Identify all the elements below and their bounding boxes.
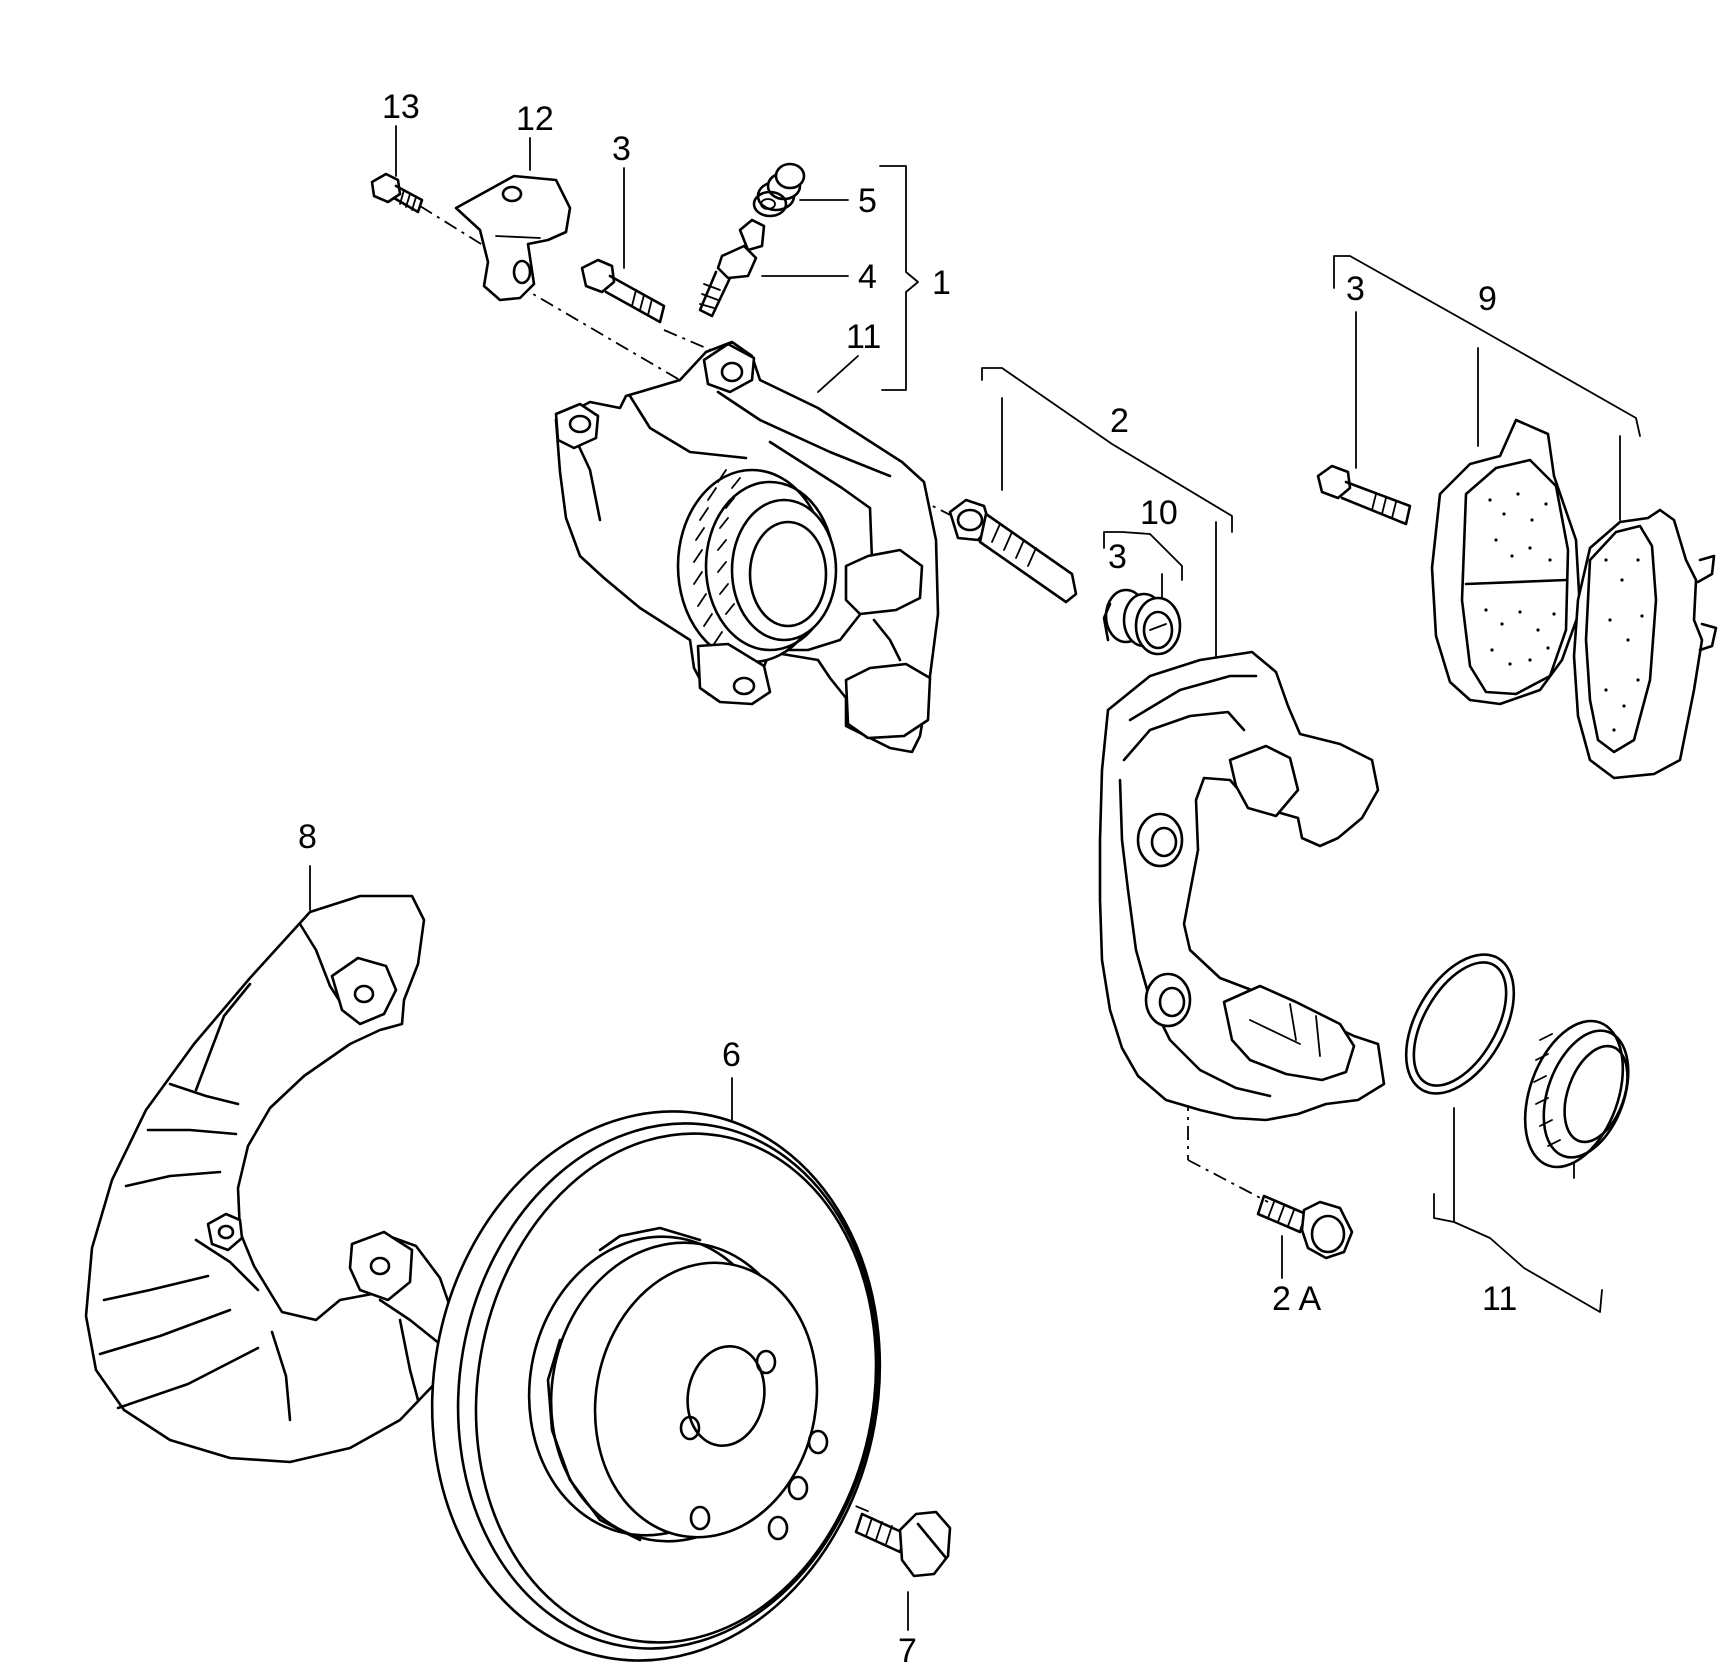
label-2: 2 (1110, 402, 1129, 440)
label-12: 12 (516, 100, 554, 138)
leader-lines (309, 125, 1621, 1631)
label-11-bottom: 11 (1482, 1280, 1517, 1318)
bracket-12 (454, 174, 572, 302)
seal-kit-11 (1404, 953, 1630, 1169)
label-3-bolt-pad: 3 (1346, 270, 1365, 308)
bolt-13 (370, 172, 424, 214)
label-4: 4 (858, 258, 877, 296)
label-9: 9 (1478, 280, 1497, 318)
part-labels: 13 12 3 5 4 1 11 2 10 3 3 9 8 6 2 A 11 7 (298, 88, 1517, 1668)
label-13: 13 (382, 88, 420, 126)
bolt-2a (1256, 1194, 1354, 1260)
caliper-carrier-2 (1098, 650, 1386, 1122)
caliper-housing-1 (554, 340, 940, 754)
label-10: 10 (1140, 494, 1178, 532)
pad-texture (1484, 492, 1644, 732)
grouping-brackets (879, 165, 1641, 1313)
label-1: 1 (932, 264, 951, 302)
label-11-top: 11 (846, 318, 881, 356)
dust-boot-10 (1102, 588, 1182, 656)
label-8: 8 (298, 818, 317, 856)
countersunk-screw-7 (854, 1510, 952, 1578)
label-3-cap: 3 (1108, 538, 1127, 576)
brake-pads-9 (1430, 418, 1718, 780)
bolt-3-top (580, 258, 666, 324)
splash-shield-8 (84, 894, 458, 1464)
label-6: 6 (722, 1036, 741, 1074)
brake-disc-6 (430, 1110, 882, 1662)
label-2a: 2 A (1272, 1280, 1321, 1318)
bolt-3-pad (1316, 464, 1412, 526)
label-3-bolt-top: 3 (612, 130, 631, 168)
label-7: 7 (898, 1632, 917, 1668)
dust-cap-5 (752, 162, 806, 218)
guide-pin-2 (948, 498, 1078, 604)
label-5: 5 (858, 182, 877, 220)
bleed-screw-4 (698, 218, 766, 318)
